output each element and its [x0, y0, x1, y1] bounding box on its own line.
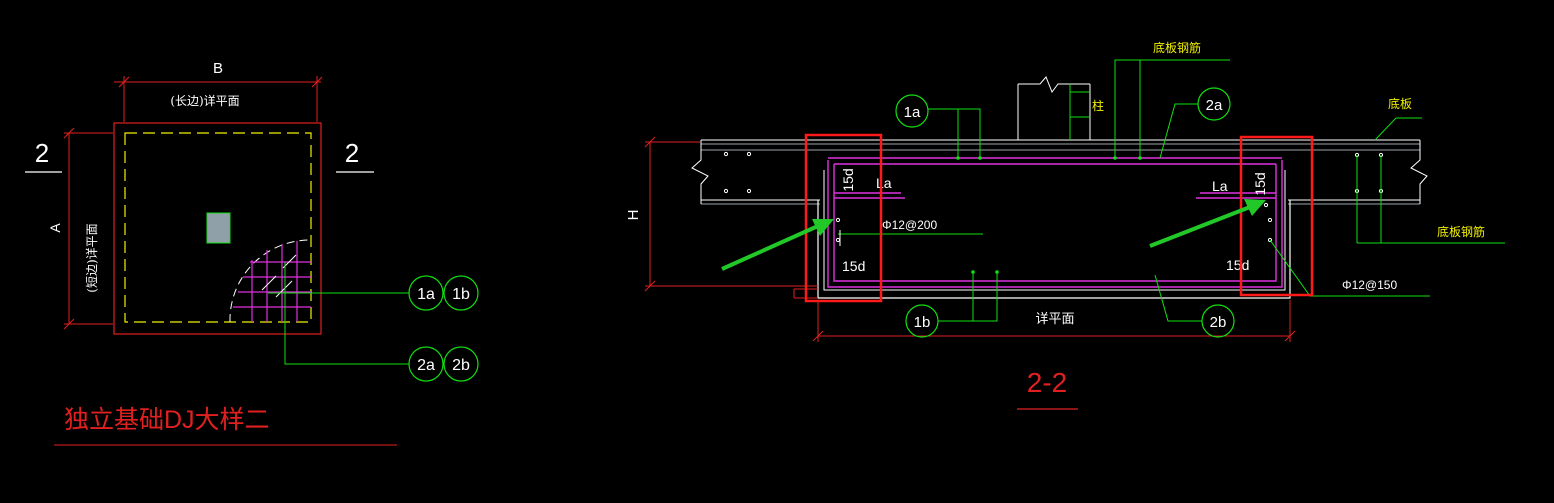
column-section — [206, 212, 231, 244]
detail-plan-note: 详平面 — [1035, 312, 1074, 327]
plan-inner-dashed-boundary — [124, 132, 312, 323]
section-title: 2-2 — [1027, 367, 1067, 398]
arrow-right — [1149, 199, 1266, 248]
section-tag-2a: 2a — [1206, 97, 1223, 114]
leader-2a — [284, 262, 409, 365]
label-column: 柱 — [1092, 98, 1104, 113]
label-bottom-plate-rebar-right: 底板钢筋 — [1437, 224, 1485, 239]
foundation-plan-view: B (长边)详平面 A (短边)详平面 2 2 — [25, 60, 479, 446]
right-15d-vertical: 15d — [1252, 172, 1268, 195]
rebar-mesh-detail — [229, 239, 311, 323]
dim-b-label: B — [213, 60, 223, 77]
label-bottom-plate-rebar-top: 底板钢筋 — [1153, 40, 1201, 55]
section-mark-left: 2 — [35, 138, 49, 168]
left-15d-horizontal: 15d — [842, 258, 865, 274]
short-side-note: (短边)详平面 — [84, 223, 99, 292]
plan-tag-1b: 1b — [452, 286, 470, 303]
plan-tag-1a: 1a — [417, 286, 435, 303]
dim-a-label: A — [47, 223, 63, 233]
dimension-a — [63, 127, 113, 330]
right-15d-horizontal: 15d — [1226, 257, 1249, 273]
label-bottom-plate: 底板 — [1388, 96, 1412, 111]
highlight-box-left — [804, 133, 883, 303]
plan-title: 独立基础DJ大样二 — [64, 406, 270, 434]
long-side-note: (长边)详平面 — [170, 93, 239, 108]
plan-tag-2b: 2b — [452, 357, 470, 374]
plan-outer-boundary — [113, 122, 322, 335]
label-rebar-200: Φ12@200 — [882, 218, 937, 232]
section-mark-right: 2 — [345, 138, 359, 168]
section-tag-2b: 2b — [1210, 314, 1227, 331]
left-15d-vertical: 15d — [840, 168, 856, 191]
left-la: La — [876, 175, 892, 191]
plan-tag-2a: 2a — [417, 357, 435, 374]
right-la: La — [1212, 178, 1228, 194]
highlight-box-right — [1239, 135, 1314, 297]
arrow-left — [721, 219, 834, 271]
dim-h-label: H — [625, 210, 642, 221]
section-tag-1a: 1a — [904, 104, 921, 121]
section-2-2-view: H 详平面 底板钢筋 柱 底板 底板钢筋 1a 2 — [625, 40, 1505, 410]
section-tag-1b: 1b — [914, 314, 931, 331]
label-rebar-150: Φ12@150 — [1342, 278, 1397, 292]
dimension-b — [114, 76, 323, 122]
